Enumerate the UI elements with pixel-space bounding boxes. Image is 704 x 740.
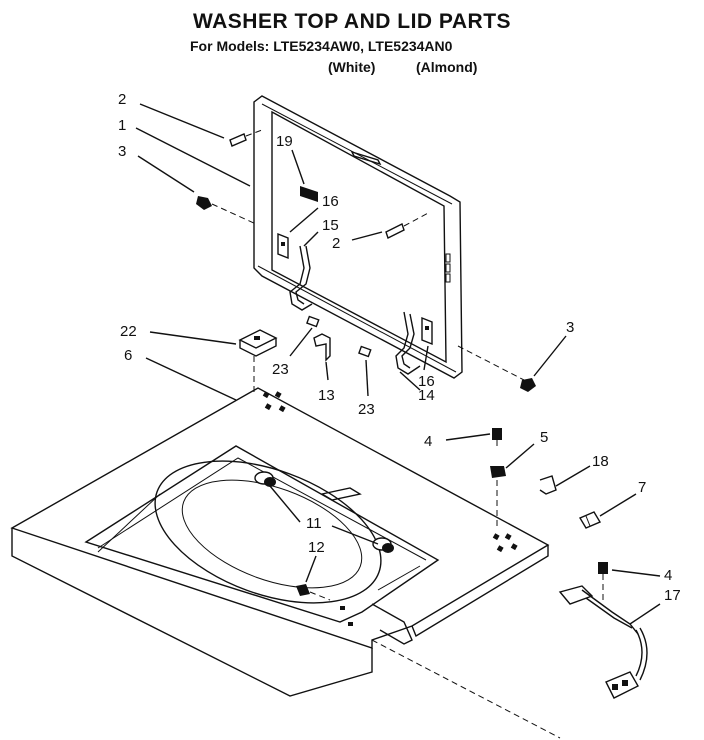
latch-plate-left bbox=[277, 232, 289, 260]
callout-15: 15 bbox=[322, 217, 339, 234]
leader-19 bbox=[291, 149, 305, 185]
callout-22: 22 bbox=[120, 323, 137, 340]
callout-3: 3 bbox=[118, 143, 126, 160]
callout-16-right: 16 bbox=[418, 373, 435, 390]
callout-11: 11 bbox=[306, 515, 322, 532]
callout-13: 13 bbox=[318, 387, 335, 404]
bumper-right bbox=[358, 345, 372, 358]
leader-7 bbox=[599, 493, 637, 517]
hinge-screw-right bbox=[457, 345, 536, 392]
callout-12: 12 bbox=[308, 539, 325, 556]
leader-4a bbox=[445, 433, 491, 441]
lid-screw-upper bbox=[229, 129, 263, 147]
color-label-almond: (Almond) bbox=[416, 59, 478, 75]
hinge-screw-left bbox=[196, 196, 257, 225]
top-screw-upper bbox=[492, 428, 502, 446]
callout-23-right: 23 bbox=[358, 401, 375, 418]
callout-14: 14 bbox=[418, 387, 435, 404]
leader-22 bbox=[149, 331, 237, 345]
callout-labels: 2 1 3 19 16 15 2 22 6 23 13 23 14 16 3 4… bbox=[118, 91, 681, 604]
models-subtitle: For Models: LTE5234AW0, LTE5234AN0 bbox=[190, 38, 453, 54]
leader-17 bbox=[629, 603, 661, 625]
leader-3b bbox=[533, 335, 567, 377]
lid-frame bbox=[253, 95, 463, 379]
bumper-left bbox=[306, 315, 320, 328]
leader-18 bbox=[555, 465, 591, 487]
leader-14 bbox=[399, 371, 421, 391]
lid-screw-middle bbox=[385, 211, 431, 239]
wire-clip bbox=[539, 475, 557, 495]
switch-screw bbox=[296, 584, 331, 601]
hinge-bumper-left bbox=[254, 471, 276, 487]
lid-switch-actuator bbox=[238, 329, 278, 396]
callout-19: 19 bbox=[276, 133, 293, 150]
callout-2: 2 bbox=[118, 91, 126, 108]
lid-switch-harness bbox=[371, 585, 648, 739]
harness-clip bbox=[578, 511, 602, 529]
washer-top-panel bbox=[10, 387, 550, 697]
leader-2a bbox=[139, 103, 225, 139]
leader-4b bbox=[611, 569, 661, 577]
hinge-bumper-right bbox=[372, 537, 394, 553]
speed-nut bbox=[490, 466, 506, 530]
leader-2b bbox=[351, 231, 383, 241]
hinge-spring-right bbox=[395, 311, 421, 375]
color-label-white: (White) bbox=[328, 59, 376, 75]
leader-5 bbox=[505, 443, 535, 469]
callout-5: 5 bbox=[540, 429, 548, 446]
leader-12 bbox=[305, 555, 317, 583]
leader-lines bbox=[135, 103, 661, 625]
leader-1 bbox=[135, 127, 251, 187]
top-screw-lower bbox=[598, 562, 608, 600]
callout-1: 1 bbox=[118, 117, 126, 134]
leader-13 bbox=[325, 361, 329, 381]
leader-11-left bbox=[269, 485, 301, 523]
page-title: WASHER TOP AND LID PARTS bbox=[192, 10, 512, 33]
leader-16a bbox=[289, 207, 319, 233]
callout-23: 23 bbox=[272, 361, 289, 378]
hinge-spring-left bbox=[289, 245, 313, 311]
latch-plate-right bbox=[421, 316, 433, 346]
callout-4: 4 bbox=[424, 433, 432, 450]
leader-11-right bbox=[331, 525, 379, 545]
callout-3-right: 3 bbox=[566, 319, 574, 336]
leader-6 bbox=[145, 357, 237, 401]
callout-2-middle: 2 bbox=[332, 235, 340, 252]
callout-18: 18 bbox=[592, 453, 609, 470]
label-sticker bbox=[300, 186, 318, 202]
lid-stop-bracket bbox=[313, 333, 331, 362]
leader-16b bbox=[423, 345, 429, 371]
callout-7: 7 bbox=[638, 479, 646, 496]
leader-15 bbox=[303, 231, 319, 247]
leader-23b bbox=[365, 359, 369, 397]
callout-16: 16 bbox=[322, 193, 339, 210]
leader-23a bbox=[289, 327, 313, 357]
callout-6: 6 bbox=[124, 347, 132, 364]
callout-17: 17 bbox=[664, 587, 681, 604]
leader-3a bbox=[137, 155, 195, 193]
callout-4-lower: 4 bbox=[664, 567, 672, 584]
